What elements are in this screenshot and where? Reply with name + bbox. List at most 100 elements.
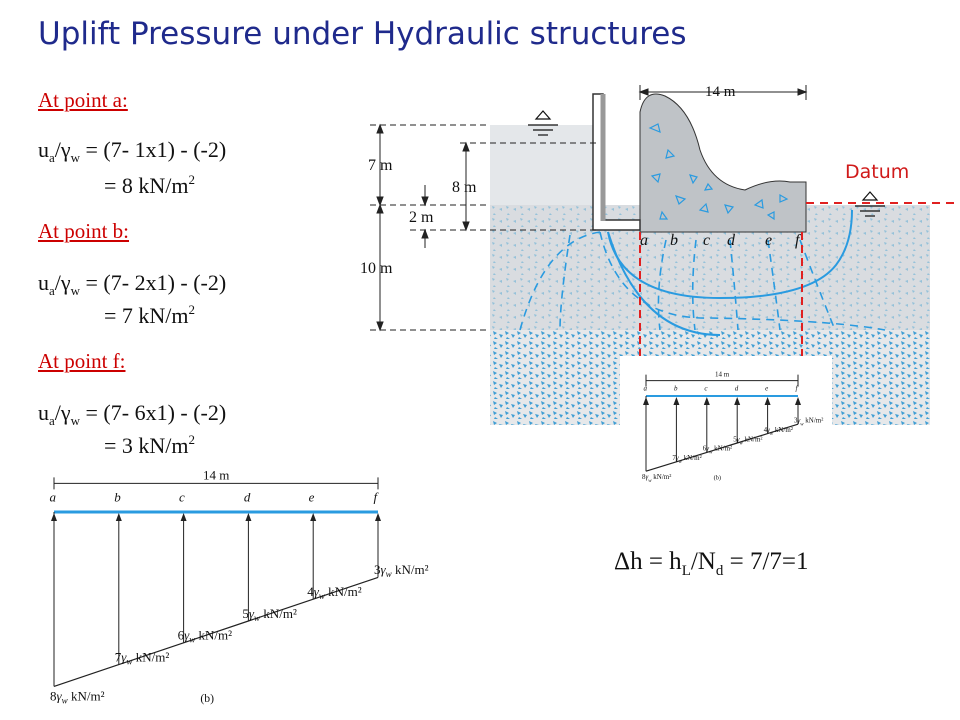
value-unit: kN/m² [260, 606, 297, 621]
eq-gamma: /γ [54, 137, 71, 162]
value-coef: 8 [50, 689, 57, 704]
dh-lead: Δh = h [614, 548, 682, 575]
value-w-sub: w [386, 569, 392, 579]
value-gamma: γ [706, 445, 709, 453]
value-coef: 6 [178, 628, 185, 643]
value-w-sub: w [319, 591, 325, 601]
eq-gamma-sub: w [70, 413, 81, 428]
dam-point-e: e [765, 232, 772, 249]
point-f-heading: At point f: [38, 349, 126, 373]
value-gamma: γ [381, 562, 387, 577]
eq-gamma: /γ [54, 400, 71, 425]
eq-expr: = (7- 6x1) - (-2) [80, 400, 227, 425]
dh-sub-d: d [715, 563, 724, 579]
value-unit: kN/m² [392, 562, 429, 577]
eq-expr: = (7- 1x1) - (-2) [80, 137, 227, 162]
diagram-arrow-head [180, 513, 187, 521]
diagram-pressure-curve [645, 423, 799, 472]
value-gamma: γ [737, 435, 740, 443]
diagram-value-label: 4γw kN/m² [307, 584, 362, 601]
value-w-sub: w [648, 479, 652, 484]
value-gamma: γ [798, 416, 801, 424]
diagram-value-label: 7γw kN/m² [115, 649, 170, 666]
dam-width-dimension [638, 85, 808, 100]
result-text: = 7 kN/m [104, 303, 189, 328]
eq-u-sub: a [49, 283, 55, 298]
upstream-water [490, 125, 600, 205]
dam-body [639, 93, 807, 233]
dim-8m-label: 8 m [452, 179, 477, 196]
eq-gamma: /γ [54, 270, 71, 295]
diagram-caption: (b) [200, 692, 214, 705]
point-a-equation: ua/γw = (7- 1x1) - (-2) [38, 137, 226, 166]
point-a-heading: At point a: [38, 88, 128, 112]
result-text: = 3 kN/m [104, 433, 189, 458]
dim-7m-label: 7 m [368, 157, 393, 174]
page-title: Uplift Pressure under Hydraulic structur… [38, 16, 687, 52]
eq-u: u [38, 400, 49, 425]
dh-tail: = 7/7=1 [723, 548, 809, 575]
dam-point-b: b [670, 232, 678, 249]
flow-lines [607, 209, 853, 336]
diagram-arrow-head [245, 513, 252, 521]
value-gamma: γ [57, 689, 63, 704]
point-b-result: = 7 kN/m2 [104, 302, 195, 329]
diagram-point-label-c: c [704, 384, 708, 392]
diagram-value-label: 7γw kN/m² [672, 454, 701, 465]
dam-point-f: f [795, 232, 802, 249]
point-b-heading: At point b: [38, 219, 130, 243]
value-gamma: γ [646, 473, 649, 481]
eq-gamma-sub: w [70, 283, 81, 298]
diagram-arrow-head [764, 397, 771, 405]
value-w-sub: w [254, 613, 260, 623]
value-coef: 4 [764, 426, 768, 434]
value-gamma: γ [121, 649, 127, 664]
value-unit: kN/m² [195, 628, 232, 643]
dh-mid: /N [690, 548, 716, 575]
inset-pressure-diagram-bg [620, 356, 832, 490]
diagram-point-label-a: a [49, 490, 56, 505]
diagram-caption: (b) [714, 475, 721, 482]
diagram-value-label: 8γw kN/m² [642, 473, 671, 484]
value-w-sub: w [800, 422, 804, 427]
diagram-value-label: 5γw kN/m² [242, 606, 297, 623]
equipotential-lines [519, 231, 886, 331]
diagram-arrow-head [375, 513, 381, 521]
diagram-value-label: 3γw kN/m² [794, 416, 823, 427]
diagram-arrow-head [795, 397, 801, 405]
dam-dimension-labels: 7 m 8 m 2 m 10 m [360, 157, 477, 277]
diagram-value-label: 5γw kN/m² [733, 435, 762, 446]
dim-2m-label: 2 m [409, 209, 434, 226]
diagram-point-label-d: d [735, 384, 739, 392]
value-coef: 6 [703, 445, 707, 453]
datum-label: Datum [845, 161, 909, 183]
delta-h-equation: Δh = hL/Nd = 7/7=1 [614, 548, 809, 580]
upstream-water-level-icon [528, 110, 558, 136]
value-w-sub: w [770, 432, 774, 437]
diagram-point-label-a: a [644, 384, 648, 392]
value-coef: 4 [307, 584, 314, 599]
dam-aggregate [648, 123, 789, 221]
point-b-equation: ua/γw = (7- 2x1) - (-2) [38, 270, 226, 299]
value-unit: kN/m² [773, 426, 793, 434]
diagram-arrow-head [51, 513, 57, 521]
diagram-value-label: 4γw kN/m² [764, 426, 793, 437]
value-w-sub: w [709, 451, 713, 456]
value-unit: kN/m² [804, 416, 824, 424]
diagram-arrow-head [115, 513, 122, 521]
point-f-equation: ua/γw = (7- 6x1) - (-2) [38, 400, 226, 429]
result-sup: 2 [188, 302, 196, 317]
value-gamma: γ [184, 628, 190, 643]
value-coef: 7 [115, 649, 122, 664]
value-gamma: γ [249, 606, 255, 621]
value-coef: 7 [672, 454, 676, 462]
diagram-point-label-d: d [244, 490, 251, 505]
dam-point-a: a [640, 232, 648, 249]
diagram-point-label-b: b [114, 490, 121, 505]
diagram-value-label: 3γw kN/m² [374, 562, 429, 579]
diagram-value-label: 6γw kN/m² [703, 445, 732, 456]
diagram-value-label: 8γw kN/m² [50, 689, 105, 706]
value-unit: kN/m² [325, 584, 362, 599]
